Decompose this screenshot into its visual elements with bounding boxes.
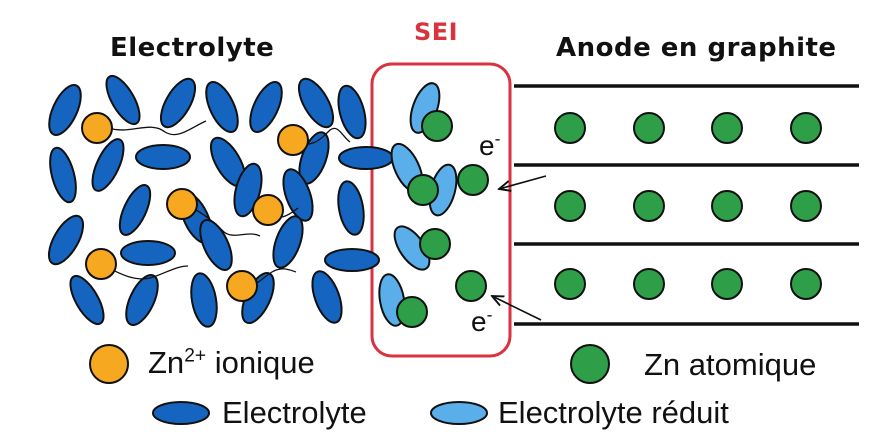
electrolyte-molecule — [48, 84, 82, 136]
zn-atom — [554, 190, 586, 222]
zn-atom — [633, 112, 665, 144]
zn-atom — [711, 190, 743, 222]
electrolyte-molecule — [282, 168, 314, 222]
zn-atom — [633, 190, 665, 222]
ion-migration-path — [182, 203, 261, 237]
zn-ion — [166, 188, 198, 220]
electron-label: e- — [471, 304, 493, 337]
zn-ion — [252, 194, 284, 226]
zn-atom — [711, 112, 743, 144]
zn-atom — [790, 268, 822, 300]
electrolyte-molecule — [337, 84, 367, 140]
electrolyte-molecule — [338, 146, 394, 170]
zn-atom — [455, 270, 487, 302]
zn-atom — [790, 112, 822, 144]
zn-atom — [421, 110, 453, 142]
zn-ion — [226, 270, 258, 302]
electrolyte-molecule — [324, 248, 380, 272]
sei-boundary — [370, 62, 512, 358]
electrolyte-molecule — [135, 144, 191, 170]
electron-arrow — [492, 296, 542, 321]
zn-ion — [81, 112, 113, 144]
zn-ion — [277, 124, 309, 156]
electrolyte-molecule — [337, 180, 365, 236]
legend-reduced-electrolyte-label: Electrolyte réduit — [498, 395, 729, 430]
electrolyte-molecule — [49, 146, 77, 204]
electron-label: e- — [479, 128, 501, 161]
electrolyte-molecule — [297, 77, 335, 129]
electrolyte-molecule — [199, 219, 233, 271]
electron-arrow — [499, 175, 547, 189]
anode-heading: Anode en graphite — [556, 33, 837, 63]
zn-atom — [711, 268, 743, 300]
zn-atom — [457, 164, 489, 196]
electrolyte-molecule — [190, 272, 218, 328]
legend-zn-atom-label: Zn atomique — [644, 347, 817, 382]
legend-reduced-electrolyte-symbol — [430, 401, 488, 425]
electrolyte-molecule — [120, 240, 176, 266]
zn-ion — [85, 248, 117, 280]
zn-atom — [419, 228, 451, 260]
legend-zn-atom-symbol — [570, 344, 610, 384]
legend-electrolyte-symbol — [152, 401, 210, 425]
ion-migration-path — [108, 120, 207, 136]
zn-atom — [407, 174, 439, 206]
zn-atom — [554, 112, 586, 144]
electrolyte-heading: Electrolyte — [110, 33, 275, 63]
legend-electrolyte-label: Electrolyte — [222, 395, 367, 430]
electrolyte-molecule — [159, 77, 197, 129]
zn-atom — [396, 296, 428, 328]
electrolyte-molecule — [311, 270, 343, 324]
electrolyte-molecule — [205, 81, 239, 133]
legend-zn-ion-symbol — [89, 344, 129, 384]
electrolyte-molecule — [69, 274, 105, 326]
electrolyte-molecule — [47, 214, 85, 266]
sei-heading: SEI — [414, 18, 459, 46]
zn-atom — [633, 268, 665, 300]
legend-zn-ion-label: Zn2+ ionique — [148, 345, 315, 380]
electrolyte-molecule — [91, 138, 125, 192]
zn-atom — [790, 190, 822, 222]
zn-atom — [554, 268, 586, 300]
electrolyte-molecule — [272, 215, 304, 269]
electrolyte-molecule — [118, 184, 152, 236]
electrolyte-molecule — [249, 81, 283, 133]
electrolyte-molecule — [105, 74, 141, 126]
electrolyte-molecule — [125, 274, 159, 326]
